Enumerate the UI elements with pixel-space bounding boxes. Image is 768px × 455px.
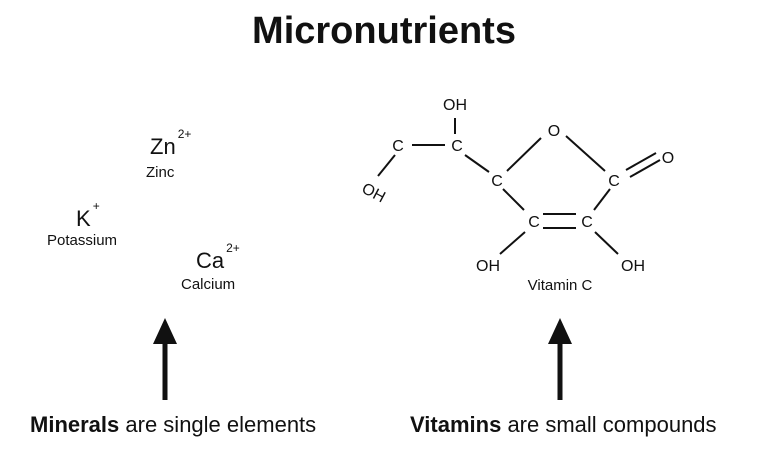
bond-carbonyl-double-1 <box>625 152 657 171</box>
atom-c-side: C <box>392 138 404 155</box>
zinc-charge: 2+ <box>177 126 192 141</box>
minerals-arrow-icon <box>153 318 177 400</box>
bond-c-oh-left <box>377 154 396 177</box>
calcium-symbol: Ca <box>196 248 225 273</box>
bond-ring-c-double-left <box>502 188 525 211</box>
zinc-symbol: Zn <box>150 134 176 159</box>
atom-o-ring: O <box>548 123 560 140</box>
calcium-ion: Ca2+ <box>196 241 240 274</box>
potassium-ion: K+ <box>76 199 100 232</box>
zinc-name: Zinc <box>146 164 175 181</box>
bond-o-carbonyl <box>565 135 606 172</box>
bond-ring-c-o <box>506 137 542 172</box>
atom-o-carbonyl: O <box>662 150 674 167</box>
atom-c-double-right: C <box>581 214 593 231</box>
atom-oh-bottom-right: OH <box>621 258 645 275</box>
potassium-charge: + <box>92 198 100 213</box>
page-title: Micronutrients <box>252 10 516 52</box>
atom-oh-left: OH <box>359 180 388 206</box>
zinc-ion: Zn2+ <box>150 127 191 160</box>
bond-c-ring <box>464 154 490 173</box>
minerals-caption-bold: Minerals <box>30 412 120 437</box>
minerals-caption-rest: are single elements <box>125 412 317 437</box>
atom-c-ring-left: C <box>491 173 503 190</box>
atom-oh-top: OH <box>443 97 467 114</box>
atom-oh-bottom-left: OH <box>476 258 500 275</box>
bond-carbonyl-c-double-right <box>593 188 611 211</box>
bond-c-oh-bottom-right <box>594 231 619 255</box>
potassium-symbol: K <box>76 206 91 231</box>
calcium-charge: 2+ <box>226 240 240 255</box>
vitamins-caption-rest: are small compounds <box>507 412 717 437</box>
vitamins-arrow-icon <box>548 318 572 400</box>
atom-c-upper: C <box>451 138 463 155</box>
molecule-name: Vitamin C <box>528 277 593 294</box>
potassium-name: Potassium <box>47 232 118 249</box>
vitamins-caption: Vitamins are small compounds <box>410 412 717 438</box>
minerals-caption: Minerals are single elements <box>30 412 316 438</box>
bond-c-oh-bottom-left <box>499 231 526 255</box>
atom-c-carbonyl: C <box>608 173 620 190</box>
vitamins-caption-bold: Vitamins <box>410 412 502 437</box>
atom-c-double-left: C <box>528 214 540 231</box>
bond-carbonyl-double-2 <box>629 159 661 178</box>
calcium-name: Calcium <box>181 276 236 293</box>
